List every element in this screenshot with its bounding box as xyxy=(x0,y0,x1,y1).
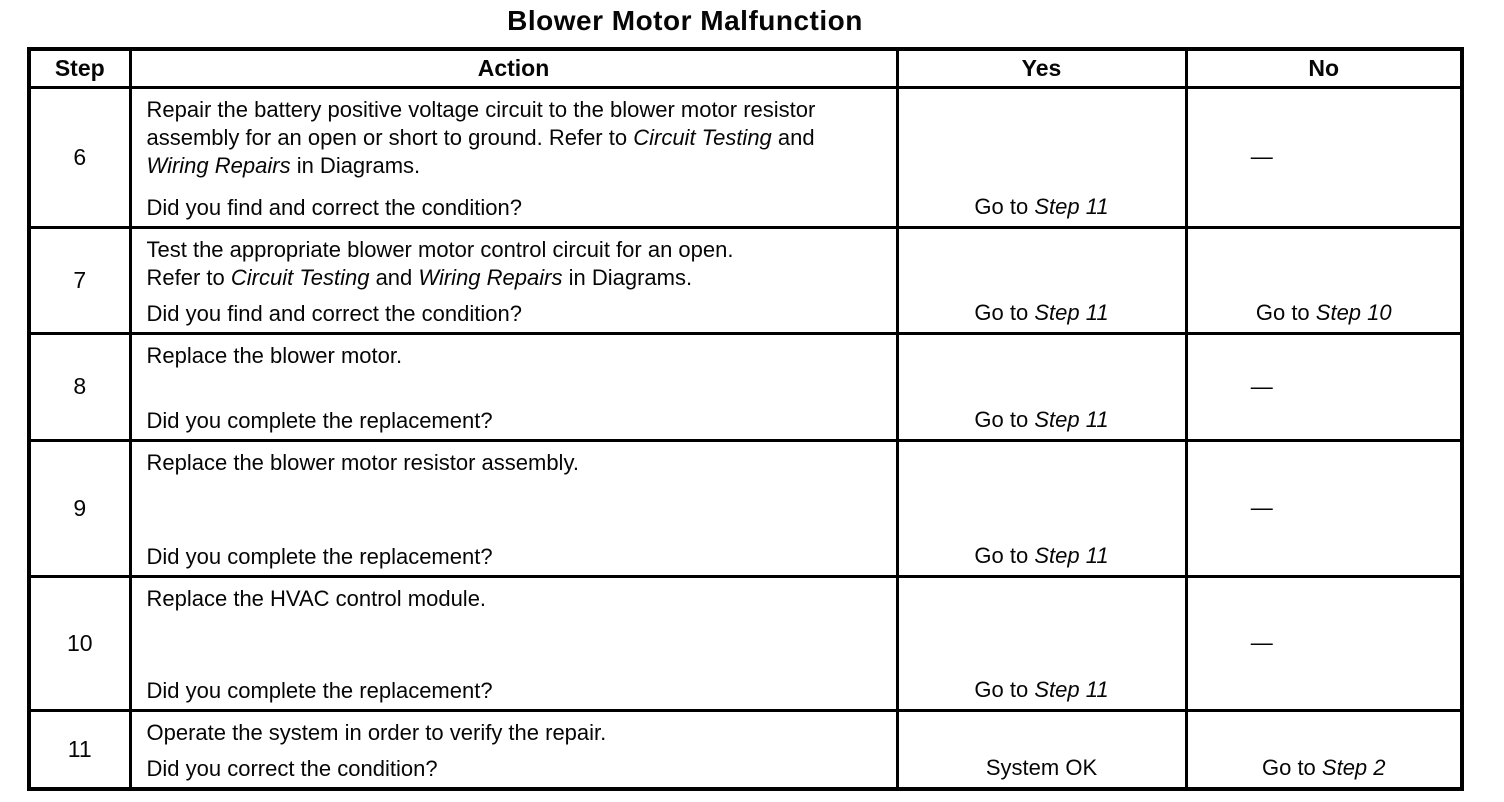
header-yes: Yes xyxy=(895,47,1188,89)
yes-cell: Go to Step 11 xyxy=(895,85,1188,229)
yes-answer: Go to Step 11 xyxy=(974,542,1109,568)
yes-answer: Go to Step 11 xyxy=(974,676,1109,702)
no-cell: Go to Step 2 xyxy=(1184,708,1464,790)
action-question: Did you complete the replacement? xyxy=(146,407,493,433)
no-cell: — xyxy=(1184,331,1464,442)
yes-cell: Go to Step 11 xyxy=(895,331,1188,442)
table-row-step-6: 6 Repair the battery positive voltage ci… xyxy=(27,85,1464,229)
header-no: No xyxy=(1184,47,1464,89)
header-step: Step xyxy=(27,47,132,89)
step-number: 10 xyxy=(27,574,132,712)
action-instruction: Operate the system in order to verify th… xyxy=(146,719,607,745)
no-dash: — xyxy=(1250,373,1273,399)
action-cell: Repair the battery positive voltage circ… xyxy=(128,85,899,229)
action-instruction: Repair the battery positive voltage circ… xyxy=(146,96,816,178)
no-cell: — xyxy=(1184,85,1464,229)
action-instruction: Replace the blower motor resistor assemb… xyxy=(146,449,579,475)
yes-cell: Go to Step 11 xyxy=(895,438,1188,578)
table-row-step-10: 10 Replace the HVAC control module. Did … xyxy=(27,574,1464,712)
action-question: Did you find and correct the condition? xyxy=(146,194,522,220)
yes-answer: Go to Step 11 xyxy=(974,406,1109,432)
no-cell: — xyxy=(1184,438,1464,578)
table-row-step-7: 7 Test the appropriate blower motor cont… xyxy=(27,225,1464,335)
no-dash: — xyxy=(1250,630,1273,655)
no-cell: — xyxy=(1184,574,1464,712)
table-row-step-8: 8 Replace the blower motor. Did you comp… xyxy=(27,331,1464,442)
step-number: 11 xyxy=(27,708,132,790)
action-question: Did you complete the replacement? xyxy=(146,543,493,569)
action-instruction: Replace the HVAC control module. xyxy=(146,585,487,611)
yes-answer: System OK xyxy=(985,754,1098,780)
yes-cell: Go to Step 11 xyxy=(895,225,1188,335)
action-question: Did you correct the condition? xyxy=(146,755,438,781)
step-number: 7 xyxy=(27,225,132,335)
table-row-step-9: 9 Replace the blower motor resistor asse… xyxy=(27,438,1464,578)
step-number: 6 xyxy=(27,85,132,229)
yes-answer: Go to Step 11 xyxy=(974,299,1109,325)
step-number: 8 xyxy=(27,331,132,442)
action-cell: Replace the blower motor. Did you comple… xyxy=(128,331,899,442)
action-question: Did you find and correct the condition? xyxy=(146,300,522,326)
action-question: Did you complete the replacement? xyxy=(146,677,493,703)
no-cell: Go to Step 10 xyxy=(1184,225,1464,335)
action-cell: Replace the HVAC control module. Did you… xyxy=(128,574,899,712)
action-instruction: Test the appropriate blower motor contro… xyxy=(146,236,734,290)
action-cell: Test the appropriate blower motor contro… xyxy=(128,225,899,335)
diagnostic-table: Step Action Yes No 6 Repair the battery … xyxy=(27,47,1464,791)
action-cell: Operate the system in order to verify th… xyxy=(128,708,899,790)
yes-answer: Go to Step 11 xyxy=(974,193,1109,219)
header-row: Step Action Yes No xyxy=(27,47,1464,89)
no-dash: — xyxy=(1250,144,1273,169)
header-action: Action xyxy=(128,47,899,89)
no-answer: Go to Step 2 xyxy=(1261,754,1386,780)
action-cell: Replace the blower motor resistor assemb… xyxy=(128,438,899,578)
step-number: 9 xyxy=(27,438,132,578)
table-row-step-11: 11 Operate the system in order to verify… xyxy=(27,708,1464,790)
no-answer: Go to Step 10 xyxy=(1255,299,1392,325)
yes-cell: System OK xyxy=(895,708,1188,790)
action-instruction: Replace the blower motor. xyxy=(146,342,403,368)
page-title: Blower Motor Malfunction xyxy=(507,5,863,36)
no-dash: — xyxy=(1250,495,1273,520)
yes-cell: Go to Step 11 xyxy=(895,574,1188,712)
